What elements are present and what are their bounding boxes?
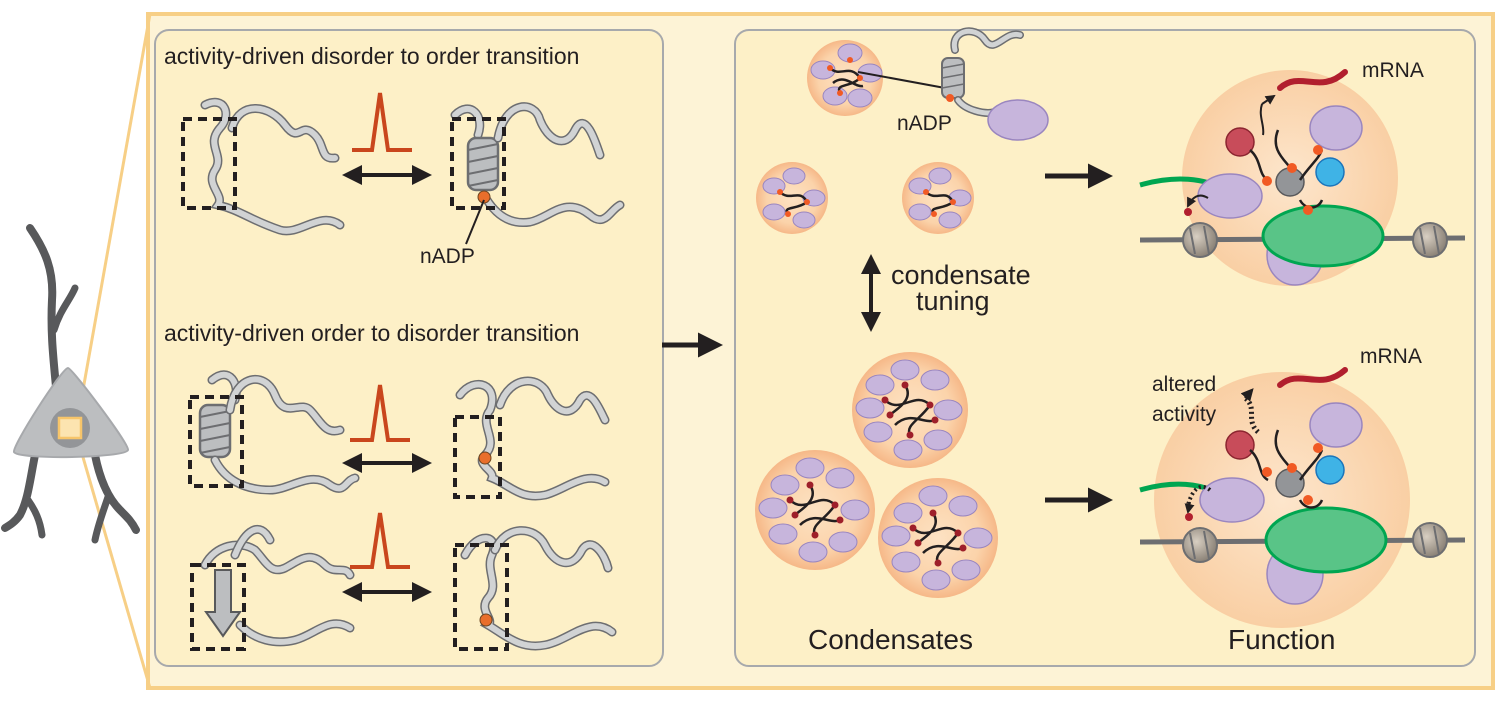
spike-3: [350, 512, 410, 569]
title-order-to-disorder: activity-driven order to disorder transi…: [164, 320, 580, 346]
caption-condensates: Condensates: [808, 624, 974, 655]
small-condensate-top: [807, 40, 883, 116]
function-top: [1139, 69, 1466, 286]
row1-ordered-protein: [450, 102, 625, 245]
large-condensate-left: [755, 450, 875, 570]
tuning-label-line2: tuning: [916, 286, 990, 316]
small-condensate-left: [756, 162, 828, 234]
nucleosome-bottom-left: [1182, 527, 1218, 563]
nadp-label-left: nADP: [420, 245, 475, 268]
large-condensate-right: [878, 478, 998, 598]
mrna-label-top: mRNA: [1362, 59, 1424, 82]
row2-disordered-protein: [453, 376, 610, 501]
neuron-icon: [1, 224, 140, 544]
nadp-label-right: nADP: [897, 112, 952, 135]
free-protein-top: [941, 27, 1049, 141]
helix-1: [466, 136, 500, 192]
small-condensate-right: [902, 162, 974, 234]
zoom-line-bottom: [76, 439, 152, 689]
function-bottom: [1139, 367, 1466, 628]
row3-disordered-protein: [453, 526, 617, 651]
title-disorder-to-order: activity-driven disorder to order transi…: [164, 43, 580, 69]
nucleosome-top-left: [1182, 222, 1218, 258]
altered-activity-line2: activity: [1152, 403, 1217, 426]
nucleosome-bottom-right: [1412, 522, 1448, 558]
nucleosome-top-right: [1412, 222, 1448, 258]
large-condensate-top: [852, 352, 968, 468]
altered-activity-line1: altered: [1152, 373, 1217, 396]
caption-function: Function: [1228, 624, 1336, 655]
row2-ordered-protein: [188, 370, 360, 495]
zoom-line-top: [76, 13, 152, 419]
row1-disordered-protein: [181, 98, 345, 236]
mrna-label-bottom: mRNA: [1360, 345, 1422, 368]
spike-2: [350, 384, 410, 442]
left-panel: [154, 29, 664, 667]
spike-1: [352, 92, 412, 152]
tuning-label-line1: condensate: [891, 260, 1031, 290]
row3-protein-with-arrow: [190, 524, 355, 651]
